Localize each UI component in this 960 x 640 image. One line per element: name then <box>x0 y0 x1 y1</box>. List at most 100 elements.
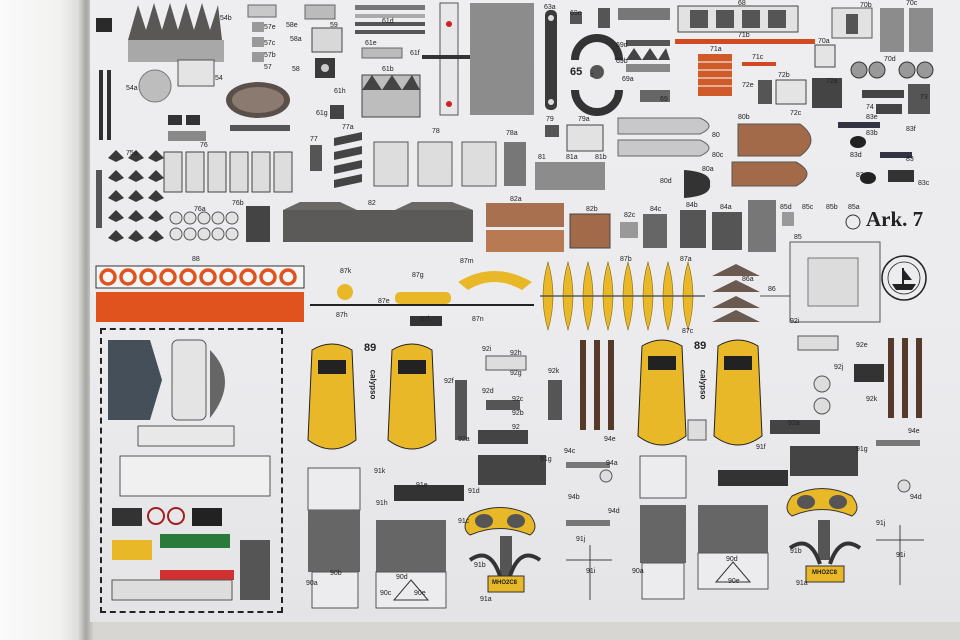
label-80a: 80a <box>702 166 714 173</box>
part-63 <box>545 10 557 110</box>
label-71a: 71a <box>710 46 722 53</box>
label-83: 83 <box>906 156 914 163</box>
label-91j-right: 91j <box>876 520 886 527</box>
label-87c: 87c <box>682 328 694 335</box>
label-82: 82 <box>368 200 376 207</box>
part-88-rings <box>99 268 297 286</box>
part-65-arc <box>571 34 623 61</box>
label-92i: 92i <box>482 346 492 353</box>
left-page <box>0 0 86 640</box>
label-89-right: 89 <box>694 340 707 352</box>
part-78 <box>373 141 526 187</box>
part-89-right <box>637 339 763 446</box>
label-92: 92 <box>512 424 520 431</box>
part-80c <box>731 161 808 187</box>
label-70d: 70d <box>884 56 896 63</box>
label-70b: 70b <box>860 2 872 9</box>
label-87l: 87l <box>420 316 430 323</box>
part-54 <box>177 59 215 87</box>
label-91c: 91c <box>458 518 470 525</box>
label-87g: 87g <box>412 272 424 279</box>
label-80: 80 <box>712 132 720 139</box>
label-87n: 87n <box>472 316 484 323</box>
label-58a: 58a <box>290 36 302 43</box>
label-69e: 69e <box>570 10 582 17</box>
label-61g: 61g <box>316 110 328 117</box>
label-92i-right: 92i <box>790 318 800 325</box>
label-71b: 71b <box>738 32 750 39</box>
part-dashbox-contents <box>108 339 271 601</box>
label-91j: 91j <box>576 536 586 543</box>
label-94e: 94e <box>604 436 616 443</box>
label-94d: 94d <box>608 508 620 515</box>
label-72b: 72b <box>778 72 790 79</box>
label-80d: 80d <box>660 178 672 185</box>
part-rod <box>99 70 103 140</box>
label-68: 68 <box>738 0 746 7</box>
label-90b: 90b <box>330 570 342 577</box>
publisher-logo <box>881 255 927 301</box>
label-71c: 71c <box>752 54 764 61</box>
label-78: 78 <box>432 128 440 135</box>
part-61b <box>361 74 421 118</box>
label-91a-right: 91a <box>796 580 808 587</box>
label-72c: 72c <box>790 110 802 117</box>
label-57e: 57e <box>264 24 276 31</box>
label-92a: 92a <box>458 436 470 443</box>
label-94a: 94a <box>606 460 618 467</box>
label-76: 76 <box>200 142 208 149</box>
label-69: 69 <box>660 96 668 103</box>
label-91g: 91g <box>540 456 552 463</box>
label-92c: 92c <box>512 396 524 403</box>
label-57b: 57b <box>264 52 276 59</box>
label-87b: 87b <box>620 256 632 263</box>
label-92k: 92k <box>866 396 878 403</box>
label-79: 79 <box>546 116 554 123</box>
part-80b <box>737 123 812 157</box>
label-88: 88 <box>192 256 200 263</box>
label-69a: 69a <box>622 76 634 83</box>
label-57c: 57c <box>264 40 276 47</box>
label-91h: 91h <box>376 500 388 507</box>
label-61b: 61b <box>382 66 394 73</box>
label-83c: 83c <box>918 180 930 187</box>
label-92a-right: 92a <box>788 420 800 427</box>
label-91d: 91d <box>468 488 480 495</box>
label-89: 89 <box>364 342 377 354</box>
label-87a: 87a <box>680 256 692 263</box>
label-80c: 80c <box>712 152 724 159</box>
label-86: 86 <box>768 286 776 293</box>
label-81b: 81b <box>595 154 607 161</box>
label-57: 57 <box>264 64 272 71</box>
label-63a: 63a <box>544 4 556 11</box>
part-gray-panel <box>470 3 534 115</box>
label-79a: 79a <box>578 116 590 123</box>
label-61h: 61h <box>334 88 346 95</box>
label-calypso-left: calypso <box>368 369 378 400</box>
label-54b: 54b <box>220 15 232 22</box>
label-74: 74 <box>866 104 874 111</box>
label-91i: 91i <box>586 568 596 575</box>
part-77a <box>334 132 362 188</box>
sheet-title: Ark. 7 <box>866 207 924 231</box>
label-58: 58 <box>292 66 300 73</box>
label-91b-right: 91b <box>790 548 802 555</box>
label-hull-code-left: MHO2C8 <box>492 580 518 586</box>
part-85 <box>789 241 881 323</box>
label-69b: 69b <box>616 58 628 65</box>
label-90e-right: 90e <box>728 578 740 585</box>
label-85b: 85b <box>826 204 838 211</box>
label-82c: 82c <box>624 212 636 219</box>
label-90c: 90c <box>380 590 392 597</box>
label-92j: 92j <box>834 364 844 371</box>
label-87e: 87e <box>378 298 390 305</box>
label-92l: 92k <box>548 368 560 375</box>
label-70a: 70a <box>818 38 830 45</box>
label-72a: 72a <box>826 78 838 85</box>
label-83b: 83b <box>866 130 878 137</box>
label-91e: 91e <box>416 482 428 489</box>
label-91k: 91k <box>374 468 386 475</box>
label-54: 54 <box>215 75 223 82</box>
label-83d: 83d <box>850 152 862 159</box>
